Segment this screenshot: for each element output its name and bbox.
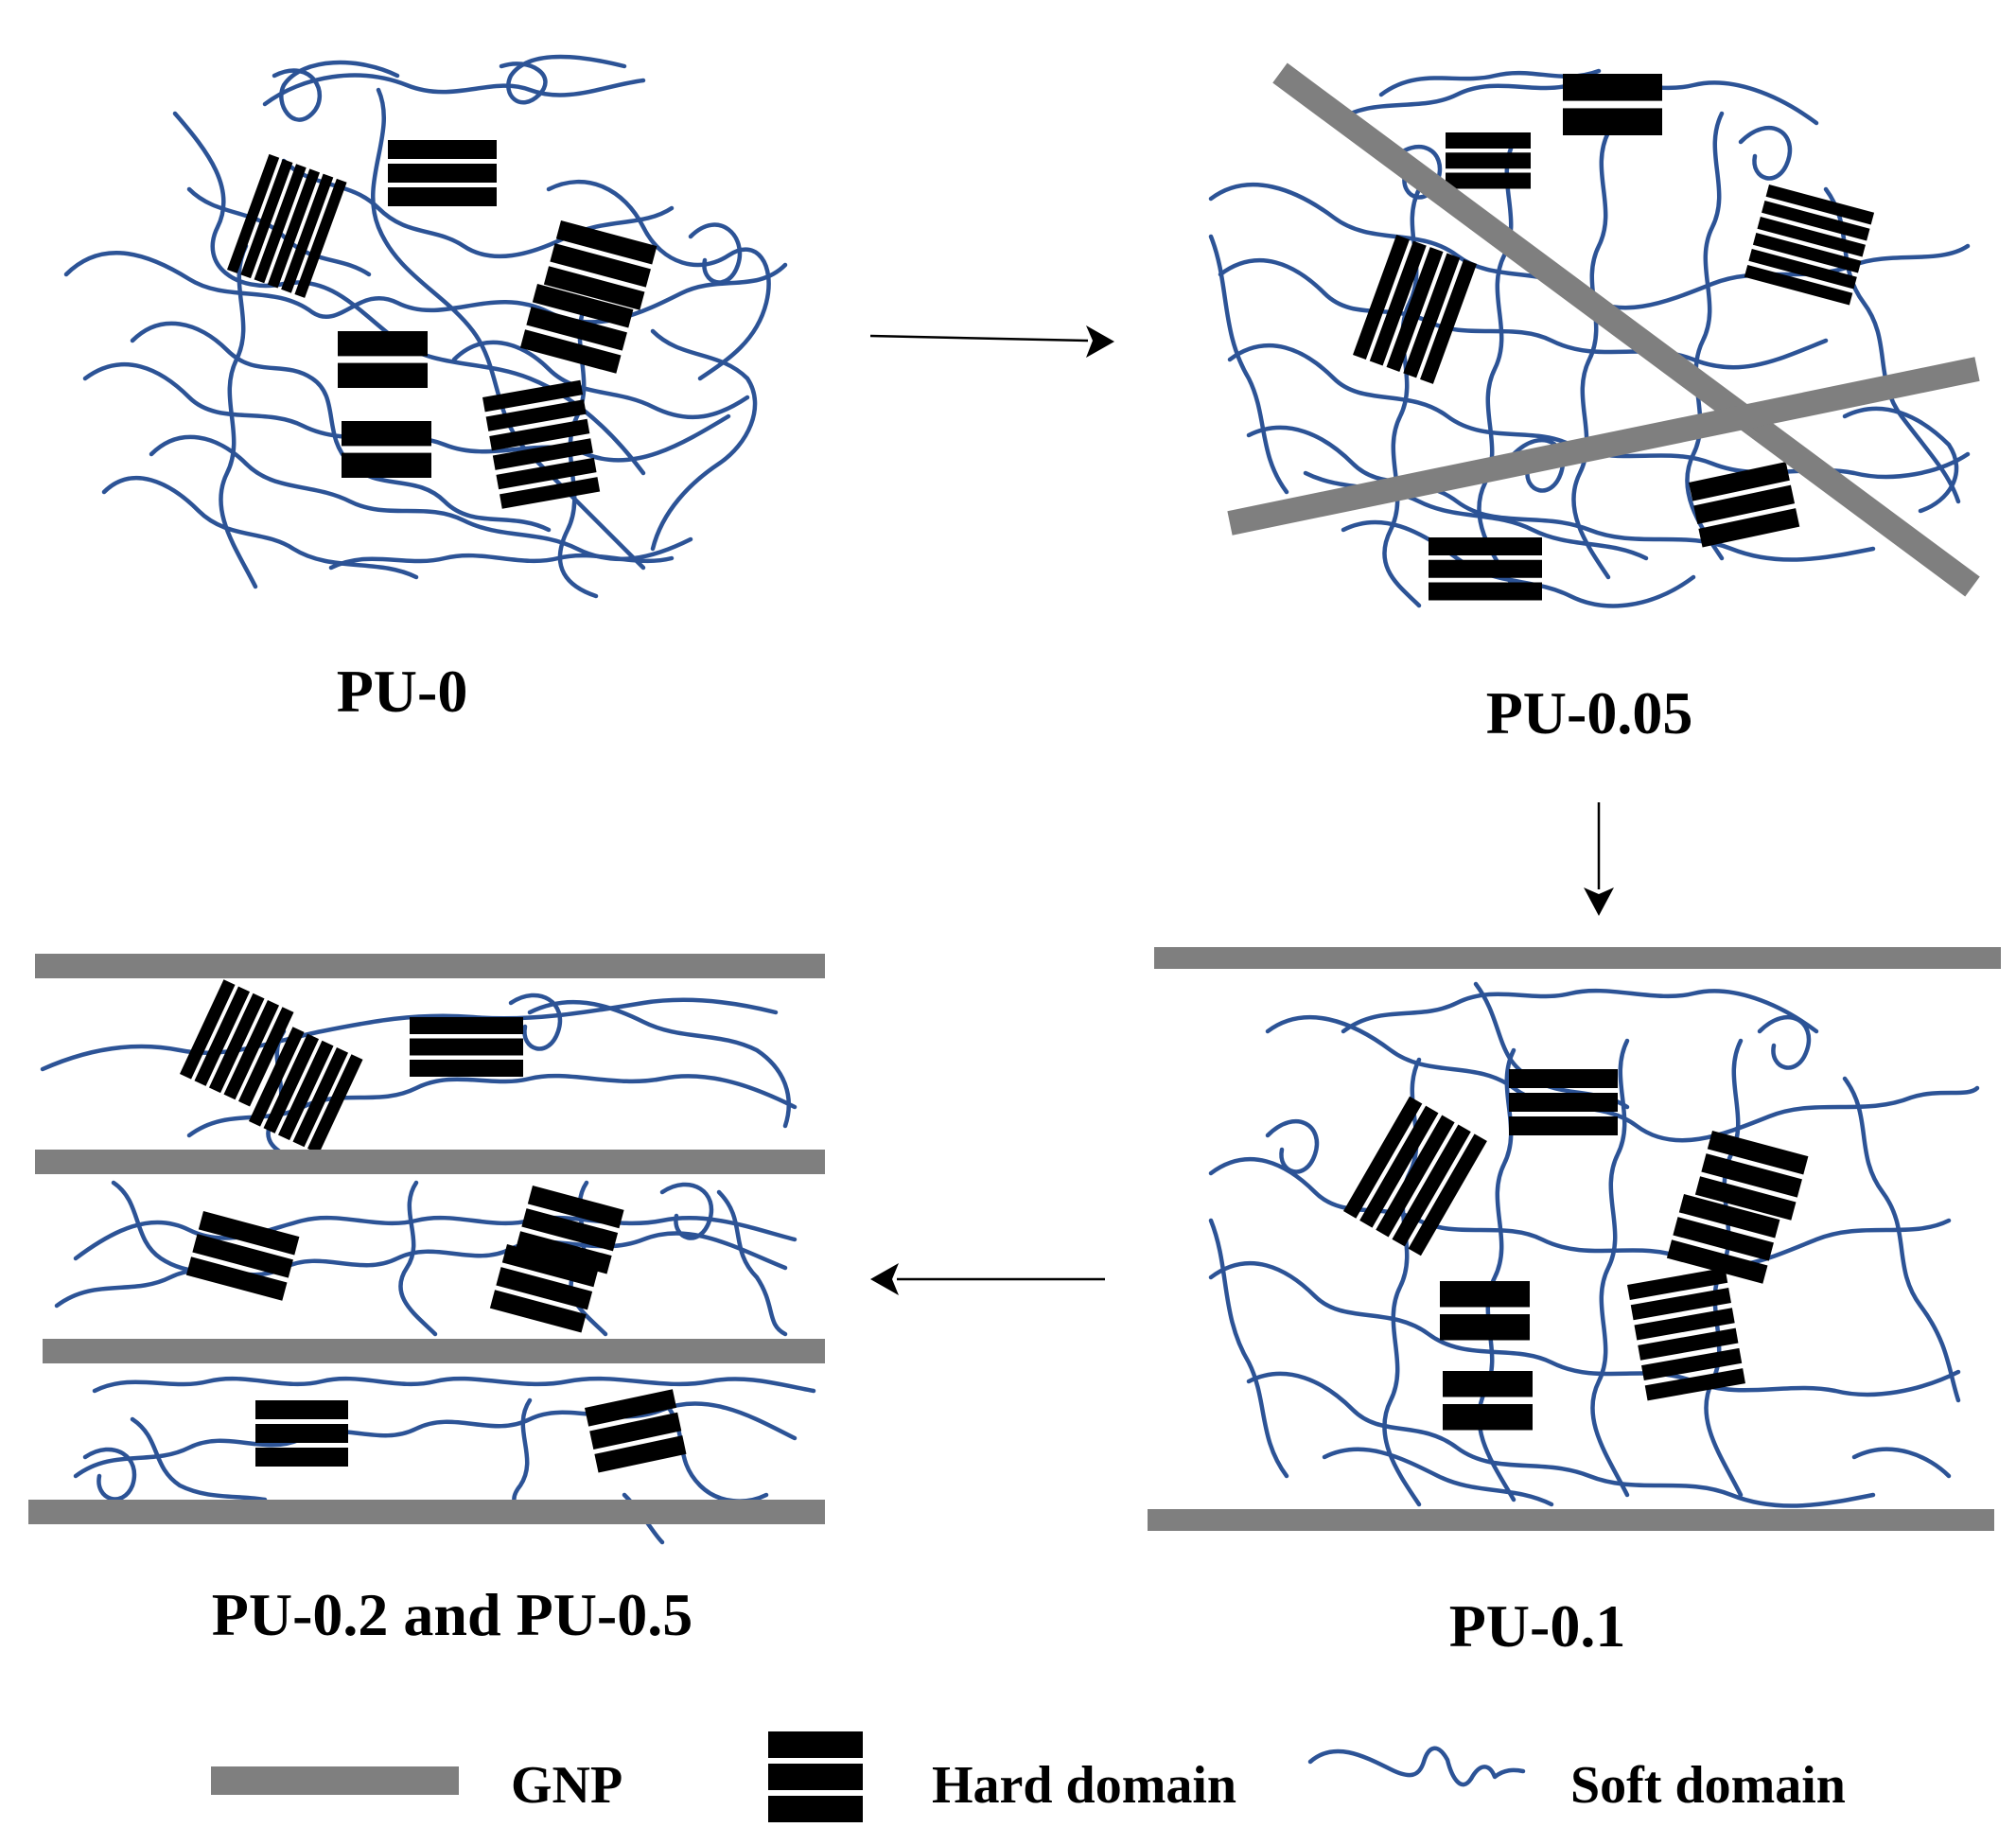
panel-pu0: PU-0 — [63, 54, 788, 725]
hard-domains — [180, 979, 687, 1473]
gnp-sheet — [35, 954, 825, 978]
panel-label-pu01: PU-0.1 — [1449, 1592, 1626, 1660]
gnp-sheet — [1154, 947, 2001, 969]
panel-pu01: PU-0.1 — [1148, 947, 2001, 1660]
panel-pu005: PU-0.05 — [1208, 62, 1980, 747]
legend-hard-label: Hard domain — [932, 1756, 1236, 1815]
arrow-right — [869, 325, 1114, 358]
legend-hard-swatch — [768, 1731, 863, 1822]
soft-domain-chains — [1208, 68, 1971, 608]
gnp-sheet — [35, 1150, 825, 1174]
panel-label-pu005: PU-0.05 — [1486, 679, 1693, 747]
panel-label-pu02-pu05: PU-0.2 and PU-0.5 — [212, 1581, 692, 1648]
soft-domain-chains — [1208, 981, 1980, 1508]
gnp-sheet — [1148, 1509, 1994, 1531]
legend-soft-label: Soft domain — [1570, 1756, 1846, 1815]
gnp-sheet — [43, 1339, 825, 1363]
hard-domains — [227, 140, 657, 509]
gnp-sheets — [28, 954, 825, 1524]
panel-label-pu0: PU-0 — [337, 658, 468, 725]
arrow-left — [870, 1263, 1105, 1295]
legend-gnp-label: GNP — [511, 1756, 622, 1815]
arrow-down — [1584, 802, 1614, 916]
soft-domain-chains — [63, 54, 788, 599]
panel-pu02: PU-0.2 and PU-0.5 — [28, 954, 825, 1648]
legend-gnp-swatch — [211, 1766, 459, 1795]
legend: GNP Hard domain Soft domain — [211, 1731, 1846, 1822]
legend-soft-swatch — [1307, 1746, 1526, 1787]
gnp-sheets — [1227, 62, 1980, 597]
soft-domain-chains — [40, 993, 816, 1545]
gnp-sheet — [28, 1500, 825, 1524]
